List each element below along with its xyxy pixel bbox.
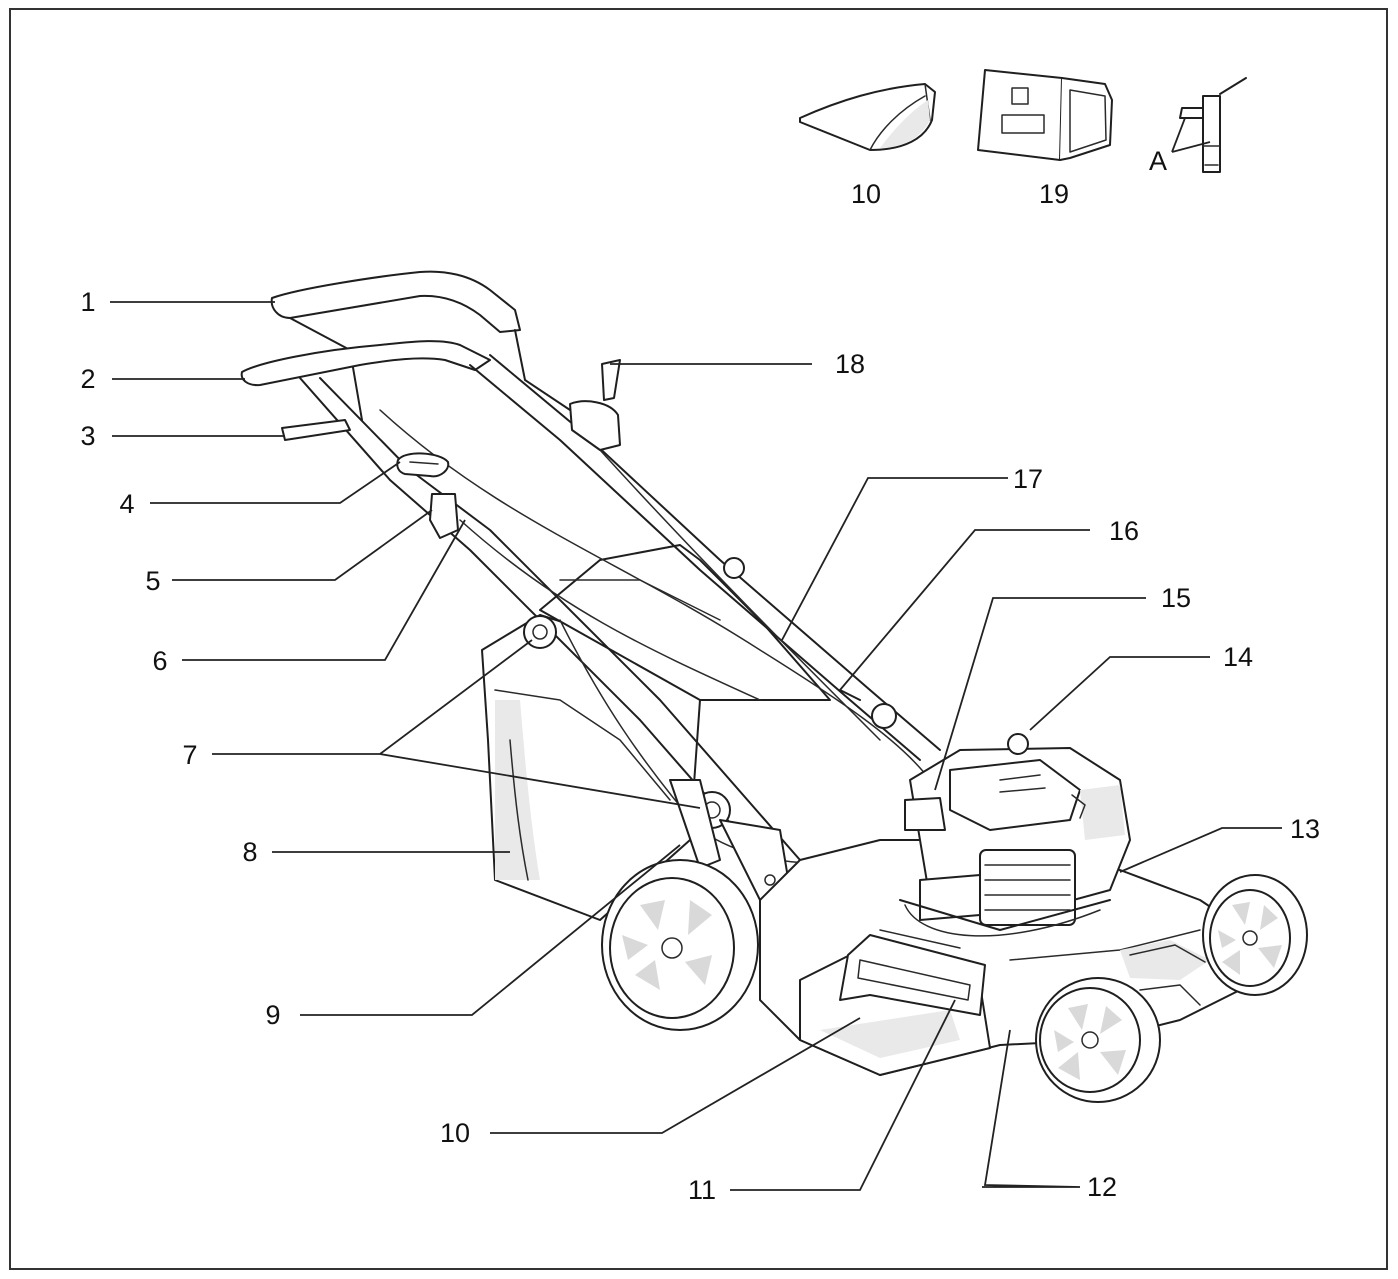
- accessory-label-10: 10: [851, 179, 881, 209]
- accessory-side-discharge-chute: [977, 69, 1113, 161]
- front-left-wheel: [1035, 977, 1161, 1103]
- rear-left-wheel: [601, 859, 759, 1031]
- drive-lever-3: [281, 419, 351, 441]
- callout-18: 18: [835, 349, 865, 379]
- front-right-wheel: [1202, 874, 1308, 996]
- diagram-border: [9, 8, 1388, 1270]
- callout-10: 10: [440, 1118, 470, 1148]
- recoil-starter-handle-18: [569, 359, 621, 451]
- mulch-door: [839, 929, 986, 1016]
- callout-8: 8: [242, 837, 257, 867]
- callout-13: 13: [1290, 814, 1320, 844]
- accessory-label-a: A: [1149, 146, 1167, 176]
- speed-control-5: [429, 493, 459, 539]
- callout-12: 12: [1087, 1172, 1117, 1202]
- callout-1: 1: [80, 287, 95, 317]
- callout-16: 16: [1109, 516, 1139, 546]
- callout-7: 7: [182, 740, 197, 770]
- callout-11: 11: [688, 1175, 716, 1205]
- callout-5: 5: [145, 566, 160, 596]
- callout-6: 6: [152, 646, 167, 676]
- leader-lines: [110, 301, 1282, 1191]
- clutch-handle-4: [396, 452, 450, 478]
- callout-15: 15: [1161, 583, 1191, 613]
- callout-4: 4: [119, 489, 134, 519]
- accessory-spark-plug-wrench: [1171, 77, 1247, 173]
- engine: [839, 689, 1131, 937]
- accessory-label-19: 19: [1039, 179, 1069, 209]
- accessory-mulch-plug: [799, 83, 936, 151]
- callout-17: 17: [1013, 464, 1043, 494]
- callout-3: 3: [80, 421, 95, 451]
- handle-knob-right: [723, 557, 897, 729]
- callout-2: 2: [80, 364, 95, 394]
- callout-9: 9: [265, 1000, 280, 1030]
- callout-14: 14: [1223, 642, 1253, 672]
- callout-labels: 1 2 3 4 5 6 7 8 9 10 11 12 13 14 15 16 1…: [80, 146, 1320, 1205]
